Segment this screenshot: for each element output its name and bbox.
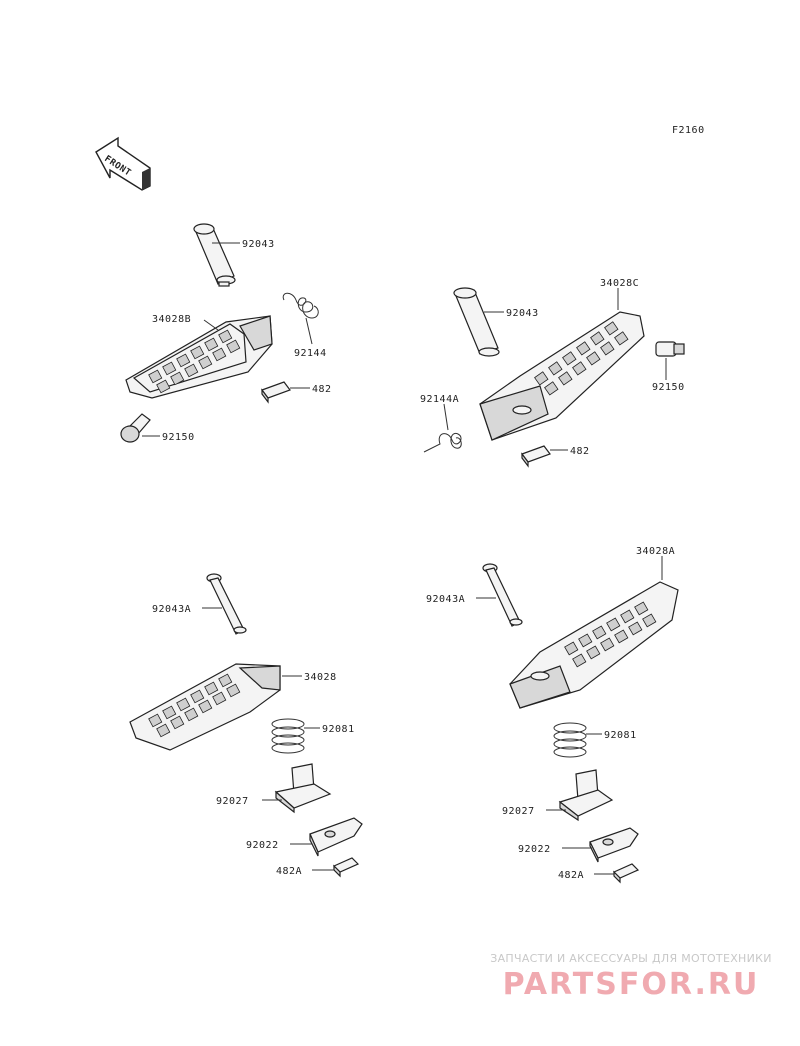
holder-part [274,763,332,814]
part-label-tl-spring: 92144 [294,348,327,359]
watermark-logo: PARTSFOR.RU [502,967,760,1002]
part-label-bl-peg: 34028 [304,672,337,683]
clip-part [332,857,360,878]
footpeg-part [509,581,679,709]
part-label-br-pin: 92043A [426,594,465,605]
part-label-tl-clip: 482 [312,384,332,395]
stopper-part [120,413,151,443]
spring-part [423,432,462,453]
spring-part [553,722,587,758]
plate-part [309,817,363,857]
part-label-br-holder: 92027 [502,806,535,817]
part-label-tr-spring: 92144A [420,394,459,405]
part-label-tl-peg: 34028B [152,314,191,325]
footpeg-part [129,663,281,751]
part-label-bl-pin: 92043A [152,604,191,615]
front-arrow-icon: FRONT [95,136,151,191]
part-label-bl-plate: 92022 [246,840,279,851]
part-label-tl-pin: 92043 [242,239,275,250]
pin-part [206,573,247,635]
spring-part [282,292,319,319]
assembly-top-right: 92043 34028C [420,278,685,468]
pin-part [453,287,500,357]
part-label-br-spring: 92081 [604,730,637,741]
assembly-top-left: 92043 34028B [120,223,332,443]
pin-part [482,563,523,627]
part-label-br-peg: 34028A [636,546,675,557]
plate-part [589,827,639,863]
part-label-tr-peg: 34028C [600,278,639,289]
part-label-tr-pin: 92043 [506,308,539,319]
pin-part [193,223,236,287]
part-label-br-plate: 92022 [518,844,551,855]
holder-part [558,769,614,822]
stopper-part [655,341,685,357]
watermark: ЗАПЧАСТИ И АКСЕССУАРЫ ДЛЯ МОТОТЕХНИКИ PA… [470,952,792,1002]
clip-part [261,381,291,404]
part-label-bl-spring: 92081 [322,724,355,735]
figure-code: F2160 [672,125,705,136]
footpeg-part [125,315,273,399]
part-label-tr-clip: 482 [570,446,590,457]
part-label-tr-stopper: 92150 [652,382,685,393]
part-label-br-clip: 482A [558,870,584,881]
part-label-bl-holder: 92027 [216,796,249,807]
part-label-bl-clip: 482A [276,866,302,877]
spring-part [271,718,305,754]
part-label-tl-stopper: 92150 [162,432,195,443]
assembly-bottom-left: 92043A 34028 [129,573,363,878]
clip-part [612,863,640,884]
watermark-tagline: ЗАПЧАСТИ И АКСЕССУАРЫ ДЛЯ МОТОТЕХНИКИ [490,952,772,965]
assembly-bottom-right: 92043A 34028A [426,546,679,884]
footpeg-part [479,311,645,441]
clip-part [521,445,551,468]
